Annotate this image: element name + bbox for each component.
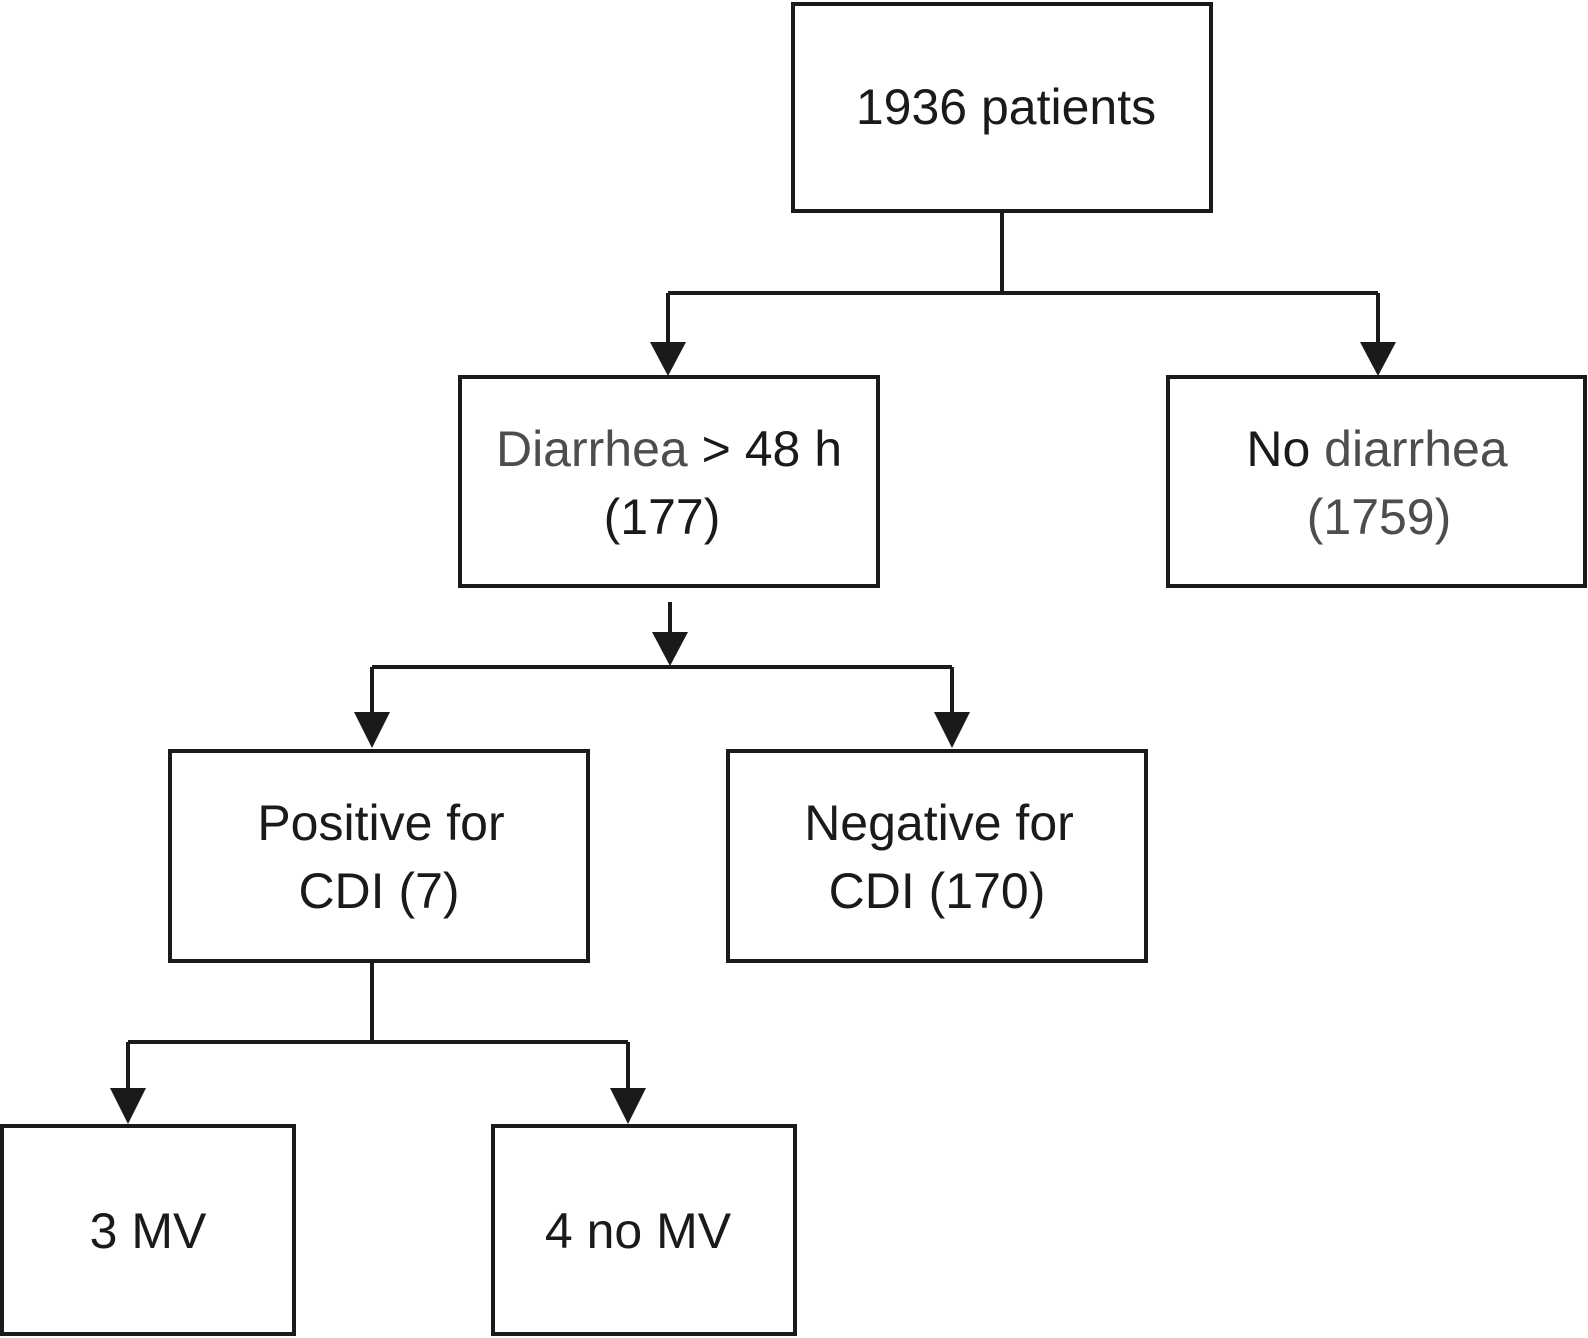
arrowhead-no-diarrhea	[1360, 342, 1396, 376]
node-label-line1: Diarrhea > 48 h	[496, 421, 842, 477]
node-box	[0, 1124, 296, 1336]
node-label-line2: (1759)	[1307, 489, 1452, 545]
node-label-line1-a: No	[1246, 421, 1310, 477]
node-label: 3 MV	[90, 1203, 207, 1259]
arrowhead-diarrhea-stem	[652, 632, 688, 666]
node-label-line1: Positive for	[257, 795, 504, 851]
node-box	[458, 375, 880, 588]
node-label-line1-b: diarrhea	[1310, 421, 1508, 477]
node-no-mv: 4 no MV	[491, 1124, 797, 1336]
node-diarrhea: Diarrhea > 48 h (177)	[458, 375, 880, 588]
node-box	[168, 749, 590, 963]
node-box	[726, 749, 1148, 963]
node-label: 4 no MV	[545, 1203, 732, 1259]
node-label-line2: (177)	[604, 489, 721, 545]
node-box	[1166, 375, 1587, 588]
connectors	[110, 211, 1396, 1124]
arrowhead-diarrhea	[650, 342, 686, 376]
node-total-patients: 1936 patients	[791, 2, 1213, 213]
node-label-line2: CDI (170)	[829, 863, 1046, 919]
arrowhead-no-mv	[610, 1088, 646, 1124]
node-label: 1936 patients	[856, 79, 1156, 135]
arrowhead-positive	[354, 712, 390, 748]
node-no-diarrhea: No diarrhea (1759)	[1166, 375, 1587, 588]
node-positive-cdi: Positive for CDI (7)	[168, 749, 590, 963]
node-box	[791, 2, 1213, 213]
arrowhead-mv	[110, 1088, 146, 1124]
node-label-line1-b: > 48 h	[688, 421, 842, 477]
node-label-line1: No diarrhea	[1246, 421, 1507, 477]
node-negative-cdi: Negative for CDI (170)	[726, 749, 1148, 963]
node-box	[491, 1124, 797, 1336]
node-label-line1: Negative for	[804, 795, 1074, 851]
node-label-line2: CDI (7)	[298, 863, 459, 919]
node-mv: 3 MV	[0, 1124, 296, 1336]
arrowhead-negative	[934, 712, 970, 748]
node-label-line1-a: Diarrhea	[496, 421, 688, 477]
